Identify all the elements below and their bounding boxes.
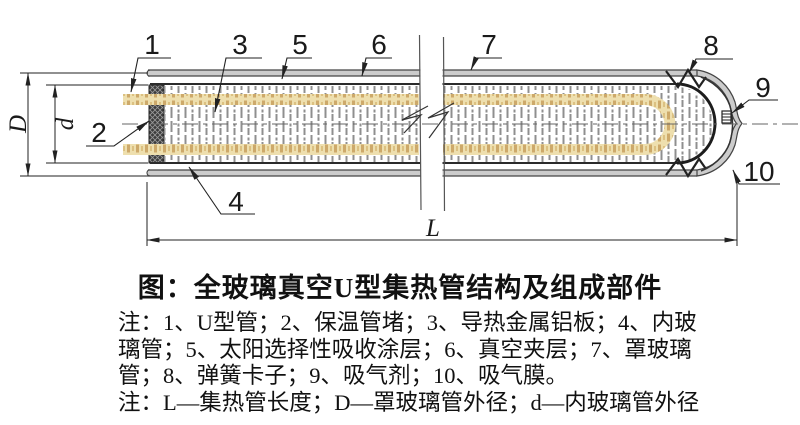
figure-title: 图：全玻璃真空U型集热管结构及组成部件 [137,273,663,303]
u-tube [123,94,676,155]
note-line-4: 注：L—集热管长度；D—罩玻璃管外径；d—内玻璃管外径 [118,389,700,415]
part-label-1: 1 [144,29,160,60]
part-leaders [86,56,780,215]
part-label-6: 6 [371,29,387,60]
leader-5 [281,57,312,80]
note-line-3: 管；8、弹簧卡子；9、吸气剂；10、吸气膜。 [118,363,569,388]
break-zigzag-right [427,102,455,139]
u-tube-bottom-left [123,144,419,155]
part-label-5: 5 [292,29,308,60]
leader-10 [732,169,780,185]
dimension-D [20,72,148,177]
leader-7 [470,56,502,71]
part-label-4: 4 [228,186,244,217]
u-tube-top-right [443,94,645,105]
dimension-D-label: D [5,115,32,134]
leader-8 [688,58,733,74]
break-zigzag-left [401,105,429,134]
part-label-9: 9 [755,72,771,103]
leader-3 [214,57,262,113]
break-mark [401,34,455,212]
leader-9 [731,99,778,114]
getter [721,110,732,124]
dimension-d-label: d [52,117,79,130]
leader-2 [86,120,150,147]
u-tube-bottom-right [443,144,645,155]
note-line-1: 注：1、U型管；2、保温管堵；3、导热金属铝板；4、内玻 [118,310,697,335]
leader-4 [188,166,255,215]
spring-clip-bottom [665,157,707,179]
figure-notes: 注：1、U型管；2、保温管堵；3、导热金属铝板；4、内玻 璃管；5、太阳选择性吸… [118,310,718,416]
dimension-L [146,178,738,246]
part-label-2: 2 [91,117,107,148]
note-line-2: 璃管；5、太阳选择性吸收涂层；6、真空夹层；7、罩玻璃 [118,336,692,362]
leader-6 [361,57,392,77]
dimension-L-label: L [425,215,440,242]
part-label-10: 10 [743,156,774,187]
leader-1 [130,57,171,93]
part-label-3: 3 [232,29,248,60]
u-tube-bend [645,94,676,155]
vacuum-tube-diagram: D d L 1 2 3 4 5 [5,29,798,246]
u-tube-top-left [123,94,419,105]
part-label-7: 7 [481,29,497,60]
part-label-8: 8 [703,30,719,61]
spring-clip-top [665,67,707,89]
outer-tube-left-curl-bottom [146,169,151,177]
